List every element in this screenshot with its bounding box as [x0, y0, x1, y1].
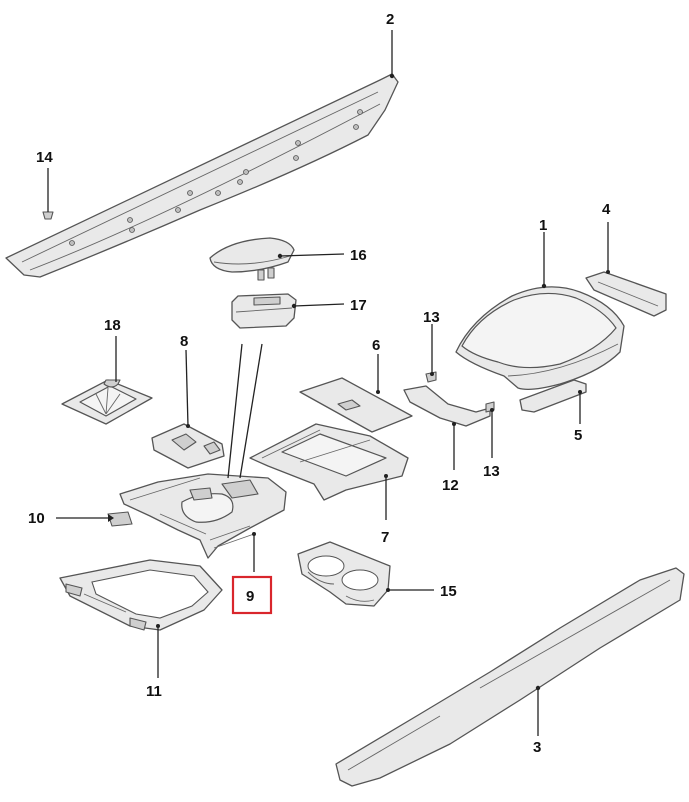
- part-bracket: [403, 385, 491, 427]
- part-side-trim-panel: [335, 567, 685, 787]
- part-small-clip: [107, 511, 133, 527]
- part-usb-jack: [231, 293, 297, 329]
- part-console-upper-panel: [119, 473, 287, 559]
- callout-13-lower: 13: [483, 463, 500, 480]
- callout-17: 17: [350, 297, 367, 314]
- part-console-frame: [59, 559, 223, 631]
- callout-7: 7: [381, 529, 389, 546]
- callout-14: 14: [36, 149, 53, 166]
- part-armrest-lid: [455, 286, 625, 390]
- part-cup-holder: [297, 541, 391, 607]
- part-mat-pad: [299, 377, 413, 433]
- part-upper-trim-panel: [5, 73, 399, 278]
- part-hinge-plate: [585, 271, 667, 317]
- callout-12: 12: [442, 477, 459, 494]
- callout-10: 10: [28, 510, 45, 527]
- callout-13-upper: 13: [423, 309, 440, 326]
- callout-18: 18: [104, 317, 121, 334]
- callout-2: 2: [386, 11, 394, 28]
- callout-16: 16: [350, 247, 367, 264]
- callout-5: 5: [574, 427, 582, 444]
- callout-6: 6: [372, 337, 380, 354]
- callout-11: 11: [146, 683, 162, 700]
- callout-4: 4: [602, 201, 611, 218]
- highlight-box: [231, 575, 273, 615]
- part-switch-bezel: [151, 423, 225, 469]
- part-small-cover: [519, 379, 587, 413]
- callout-labels: 2 14 16 17 18 8 10 9 11 6 7 15 13 12 13 …: [28, 11, 611, 756]
- callout-1: 1: [539, 217, 547, 234]
- callout-9: 9: [246, 588, 254, 605]
- callout-3: 3: [533, 739, 541, 756]
- part-storage-lid: [209, 237, 295, 281]
- callout-8: 8: [180, 333, 188, 350]
- part-shift-boot: [61, 379, 153, 425]
- part-console-tray: [249, 423, 409, 501]
- leader-lines: [47, 30, 610, 736]
- callout-15: 15: [440, 583, 457, 600]
- part-clip: [42, 211, 54, 220]
